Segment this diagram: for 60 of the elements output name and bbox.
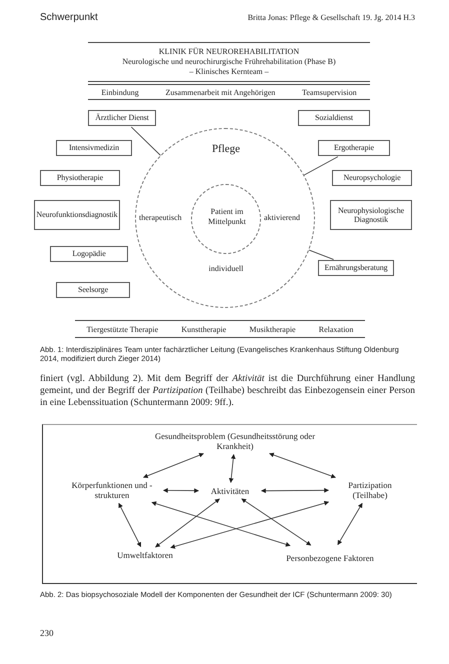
arrow bbox=[163, 488, 199, 494]
circle-label: individuell bbox=[208, 264, 244, 273]
component-label: Aktivitäten bbox=[210, 486, 250, 496]
service-label: Physiotherapie bbox=[56, 173, 104, 183]
connector-line bbox=[308, 250, 334, 260]
header-text: – Klinisches Kernteam – bbox=[189, 67, 269, 77]
service-label: Ernährungsberatung bbox=[324, 263, 388, 273]
band-label: Kunsttherapie bbox=[181, 324, 226, 334]
component-label: Gesundheitsproblem (Gesundheitsstörung oder Krankheit) bbox=[154, 430, 316, 452]
connector-line bbox=[303, 156, 338, 176]
center-label: Patient im Mittelpunkt bbox=[207, 207, 247, 226]
band-label: Teamsupervision bbox=[302, 88, 357, 96]
page-number: 230 bbox=[40, 628, 54, 640]
service-box bbox=[318, 140, 390, 156]
component-label: Umweltfaktoren bbox=[117, 550, 173, 560]
band-label: Zusammenarbeit mit Angehörigen bbox=[166, 88, 276, 96]
band-label: Musiktherapie bbox=[249, 324, 296, 334]
running-header: Britta Jonas: Pflege & Gesellschaft 19. Jg. 2014 H.3 bbox=[246, 13, 415, 23]
arrow bbox=[261, 488, 329, 494]
circle-label: therapeutisch bbox=[139, 213, 183, 222]
service-box bbox=[56, 282, 130, 298]
circle-label: Pflege bbox=[210, 143, 242, 155]
band-label: Einbindung bbox=[101, 88, 139, 96]
arrow bbox=[170, 500, 330, 549]
header-text: Neurologische und neurochirurgische Frührehabilitation (Phase B) bbox=[122, 57, 336, 67]
arrow bbox=[143, 452, 204, 478]
service-box bbox=[298, 110, 370, 126]
header-text: KLINIK FÜR NEUROREHABILITATION bbox=[158, 47, 300, 57]
arrow bbox=[228, 454, 236, 483]
service-label: Neurophysiologische Diagnostik bbox=[336, 206, 406, 224]
service-box bbox=[56, 140, 132, 156]
arrow bbox=[151, 501, 291, 547]
band-label: Relaxation bbox=[318, 324, 354, 334]
circle-label: aktivierend bbox=[264, 213, 301, 222]
component-label: Körperfunktionen und -strukturen bbox=[70, 480, 154, 500]
arrow bbox=[241, 498, 312, 546]
arrow bbox=[337, 502, 363, 546]
service-label: Logopädie bbox=[72, 249, 106, 259]
service-box bbox=[332, 170, 412, 186]
service-label: Ergotherapie bbox=[334, 143, 374, 153]
service-label: Seelsorge bbox=[78, 285, 108, 295]
service-box bbox=[50, 246, 128, 262]
service-label: Neurofunktionsdiagnostik bbox=[36, 210, 118, 220]
service-label: Ärztlicher Dienst bbox=[95, 113, 149, 123]
arrow bbox=[155, 498, 220, 548]
arrow bbox=[118, 502, 142, 548]
arrow bbox=[269, 452, 336, 478]
section-heading: Schwerpunkt bbox=[40, 12, 99, 24]
service-box bbox=[318, 260, 394, 276]
service-box bbox=[34, 200, 120, 230]
service-box bbox=[330, 200, 412, 230]
band-label: Tiergestützte Therapie bbox=[86, 324, 158, 334]
service-label: Neuropsychologie bbox=[343, 173, 401, 183]
component-label: Personbezogene Faktoren bbox=[286, 552, 374, 564]
service-label: Intensivmedizin bbox=[68, 143, 120, 153]
component-label: Partizipation (Teilhabe) bbox=[347, 480, 393, 500]
service-label: Sozialdienst bbox=[315, 113, 353, 123]
service-box bbox=[88, 110, 156, 126]
service-box bbox=[40, 170, 120, 186]
body-paragraph: finiert (vgl. Abbildung 2). Mit dem Begriff der Aktivität ist die Durchführung einer Handlung gemeint, und der Begriff der Partizipation (Teilhabe) beschreibt das Einbezogensein einer Person in eine Lebenssituation (Schuntermann 2009: 9ff.). bbox=[40, 374, 415, 410]
